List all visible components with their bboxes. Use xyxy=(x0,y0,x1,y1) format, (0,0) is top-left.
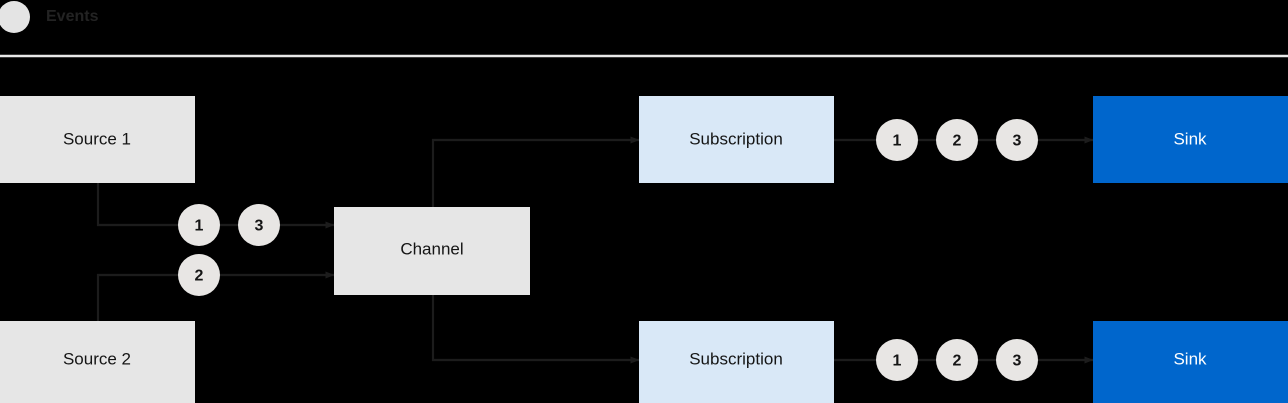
event-badge-circle-icon xyxy=(876,119,918,161)
event-badge-circle-icon xyxy=(238,204,280,246)
node-source-2-box xyxy=(0,321,195,403)
node-sink-top[interactable]: Sink xyxy=(1093,96,1288,183)
event-badge-2: 2 xyxy=(178,254,220,296)
event-badge-label: 1 xyxy=(195,218,204,235)
edge-channel-to-subscription-top xyxy=(431,136,640,207)
event-badge-3: 3 xyxy=(238,204,280,246)
edge-source2-to-channel xyxy=(96,271,335,321)
node-source-1[interactable]: Source 1 xyxy=(0,96,195,183)
node-subscription-top-box xyxy=(639,96,834,183)
node-sink-bottom[interactable]: Sink xyxy=(1093,321,1288,403)
event-badge-1: 1 xyxy=(876,339,918,381)
node-channel-label: Channel xyxy=(400,239,463,258)
event-badge-2: 2 xyxy=(936,339,978,381)
event-badge-circle-icon xyxy=(178,204,220,246)
event-badge-circle-icon xyxy=(178,254,220,296)
node-subscription-bottom[interactable]: Subscription xyxy=(639,321,834,403)
event-badge-circle-icon xyxy=(876,339,918,381)
node-channel-box xyxy=(334,207,530,295)
node-sink-top-label: Sink xyxy=(1173,129,1207,148)
node-source-2[interactable]: Source 2 xyxy=(0,321,195,403)
event-badge-label: 1 xyxy=(893,353,902,370)
event-badge-circle-icon xyxy=(936,119,978,161)
event-badge-label: 1 xyxy=(893,133,902,150)
event-badge-1: 1 xyxy=(876,119,918,161)
event-badge-circle-icon xyxy=(996,339,1038,381)
node-sink-top-box xyxy=(1093,96,1288,183)
node-source-2-label: Source 2 xyxy=(63,349,131,368)
event-badge-label: 2 xyxy=(195,268,204,285)
edge-channel-to-subscription-bottom xyxy=(431,295,640,364)
event-badge-layer: 1 3 2 1 2 3 1 2 3 xyxy=(178,119,1038,381)
event-badge-label: 2 xyxy=(953,353,962,370)
event-badge-label: 2 xyxy=(953,133,962,150)
node-source-1-label: Source 1 xyxy=(63,129,131,148)
node-subscription-top[interactable]: Subscription xyxy=(639,96,834,183)
node-sink-bottom-box xyxy=(1093,321,1288,403)
event-badge-label: 3 xyxy=(1013,353,1022,370)
event-badge-circle-icon xyxy=(936,339,978,381)
event-badge-3: 3 xyxy=(996,339,1038,381)
node-subscription-top-label: Subscription xyxy=(689,129,783,148)
node-subscription-bottom-label: Subscription xyxy=(689,349,783,368)
event-badge-circle-icon xyxy=(996,119,1038,161)
event-badge-label: 3 xyxy=(255,218,264,235)
node-channel[interactable]: Channel xyxy=(334,207,530,295)
event-badge-3: 3 xyxy=(996,119,1038,161)
events-circle-icon xyxy=(0,1,30,33)
legend-label-events: Events xyxy=(46,8,99,25)
node-source-1-box xyxy=(0,96,195,183)
event-badge-1: 1 xyxy=(178,204,220,246)
node-sink-bottom-label: Sink xyxy=(1173,349,1207,368)
event-badge-2: 2 xyxy=(936,119,978,161)
node-subscription-bottom-box xyxy=(639,321,834,403)
event-badge-label: 3 xyxy=(1013,133,1022,150)
